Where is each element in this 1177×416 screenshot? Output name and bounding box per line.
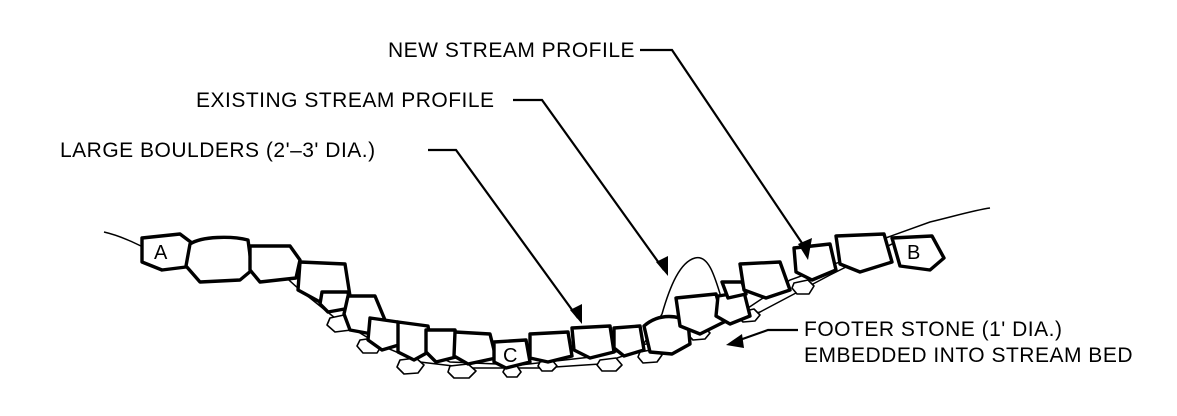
- new-profile-leader: [640, 48, 809, 253]
- existing-profile-arrowhead: [656, 256, 668, 276]
- large-boulders-arrowhead: [570, 304, 582, 324]
- footer-stones: [326, 279, 815, 379]
- boulder: [720, 280, 748, 300]
- footer-stone: [596, 357, 623, 372]
- footer-stone: [791, 279, 815, 295]
- boulder: [528, 330, 574, 364]
- boulder: [738, 260, 792, 300]
- boulder: [184, 235, 254, 284]
- point-a-label: A: [154, 242, 168, 264]
- footer-stone-label-line1: FOOTER STONE (1' DIA.): [804, 318, 1062, 341]
- footer-stone-arrowhead: [726, 334, 744, 348]
- new-stream-profile-label: NEW STREAM PROFILE: [388, 39, 635, 62]
- footer-stone: [447, 363, 477, 379]
- large-boulders: [140, 232, 946, 370]
- point-b-label: B: [907, 242, 920, 264]
- footer-stone-label-line2: EMBEDDED INTO STREAM BED: [804, 344, 1133, 367]
- boulder: [674, 292, 726, 336]
- boulder: [396, 320, 434, 362]
- new-profile-arrowhead: [798, 238, 812, 260]
- boulder: [452, 330, 498, 366]
- boulder: [834, 232, 894, 274]
- existing-profile-leader: [513, 98, 665, 271]
- boulder: [318, 290, 352, 314]
- boulder: [424, 328, 462, 364]
- boulder: [366, 316, 404, 352]
- large-boulders-label: LARGE BOULDERS (2'–3' DIA.): [60, 139, 376, 162]
- boulder: [492, 338, 532, 370]
- existing-stream-profile-label: EXISTING STREAM PROFILE: [196, 89, 495, 112]
- footer-stone: [396, 357, 425, 375]
- boulder: [570, 324, 616, 360]
- point-c-label: C: [503, 345, 517, 367]
- large-boulders-leader: [428, 148, 579, 319]
- boulder: [612, 324, 646, 358]
- footer-stone-leader: [733, 328, 798, 344]
- boulder: [890, 234, 946, 272]
- boulder: [248, 244, 302, 284]
